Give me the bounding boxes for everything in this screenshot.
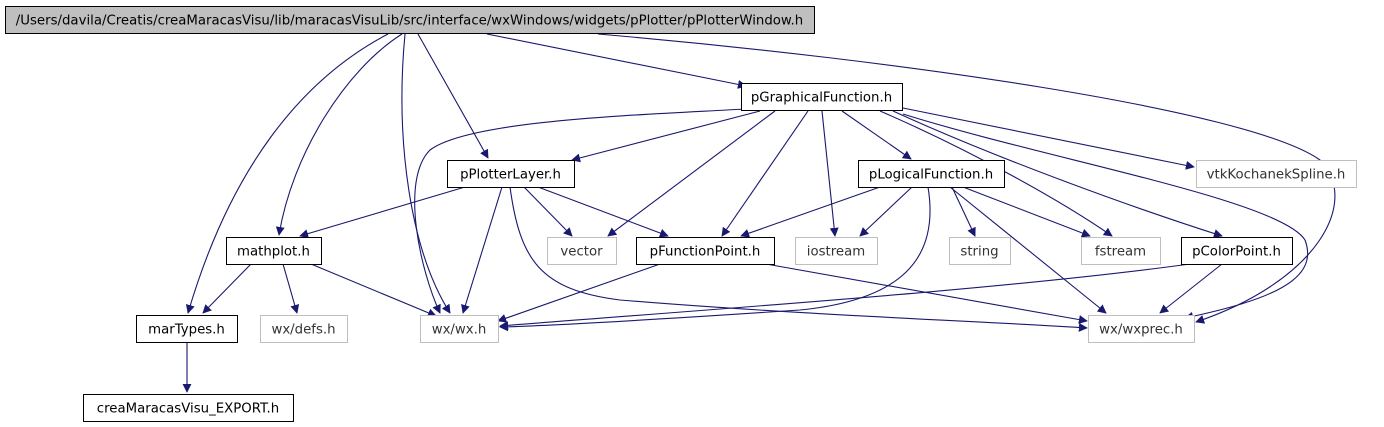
node-iostream: iostream <box>795 237 878 265</box>
node-pplotterlayer[interactable]: pPlotterLayer.h <box>447 160 575 188</box>
edge-root-to-pplotterlayer <box>417 33 489 159</box>
node-box <box>1088 315 1195 343</box>
node-box <box>858 160 1005 188</box>
node-pgraphical[interactable]: pGraphicalFunction.h <box>741 83 903 111</box>
edge-pplotterlayer-to-pfunctionpoint <box>537 186 669 238</box>
node-label: vtkKochanekSpline.h <box>1207 168 1346 183</box>
node-label: pPlotterLayer.h <box>460 168 561 183</box>
nodes-layer: /Users/davila/Creatis/creaMaracasVisu/li… <box>5 6 1357 422</box>
node-box <box>1181 237 1293 265</box>
edge-pcolorpoint-to-wxwx <box>499 263 1191 330</box>
edge-pgraphical-to-wxprec <box>902 113 1309 321</box>
node-vtkkochanek: vtkKochanekSpline.h <box>1196 160 1357 188</box>
node-box <box>547 237 617 265</box>
node-box <box>136 315 238 343</box>
edge-plogical-to-wxwx <box>499 186 931 332</box>
edge-root-to-wxwx <box>401 33 451 314</box>
node-label: pGraphicalFunction.h <box>751 91 892 106</box>
node-wxdefs: wx/defs.h <box>260 315 348 343</box>
edge-mathplot-to-wxwx <box>310 263 437 318</box>
edge-pfunctionpoint-to-wxwx <box>497 263 661 323</box>
edge-pgraphical-to-wxwx <box>414 108 746 314</box>
edge-pgraphical-to-vector <box>607 110 776 237</box>
edge-pgraphical-to-plogical <box>841 110 912 160</box>
edge-pgraphical-to-pplotterlayer <box>571 110 761 163</box>
edge-plogical-to-wxprec <box>949 186 1107 314</box>
edge-plogical-to-fstream <box>962 186 1091 238</box>
edge-pgraphical-to-pfunctionpoint <box>721 110 809 237</box>
node-box <box>636 237 775 265</box>
edge-root-to-pgraphical <box>486 33 747 89</box>
node-label: pFunctionPoint.h <box>650 245 761 260</box>
node-fstream: fstream <box>1081 237 1161 265</box>
node-box <box>260 315 348 343</box>
node-label: vector <box>560 245 603 260</box>
node-box <box>741 83 903 111</box>
node-label: marTypes.h <box>148 323 225 338</box>
node-label: creaMaracasVisu_EXPORT.h <box>97 402 279 417</box>
node-vector: vector <box>547 237 617 265</box>
node-export[interactable]: creaMaracasVisu_EXPORT.h <box>83 394 294 422</box>
node-box <box>1196 160 1357 188</box>
node-wxprec: wx/wxprec.h <box>1088 315 1195 343</box>
edge-pgraphical-to-vtkkochanek <box>902 107 1195 170</box>
node-box <box>420 315 499 343</box>
node-plogical[interactable]: pLogicalFunction.h <box>858 160 1005 188</box>
edges-layer <box>182 33 1336 393</box>
node-box <box>1081 237 1161 265</box>
edge-pgraphical-to-pcolorpoint <box>892 110 1223 238</box>
edge-root-to-wxprec <box>597 33 1336 324</box>
node-mathplot[interactable]: mathplot.h <box>226 237 322 265</box>
node-root[interactable]: /Users/davila/Creatis/creaMaracasVisu/li… <box>5 6 815 34</box>
node-box <box>949 237 1011 265</box>
node-wxwx: wx/wx.h <box>420 315 499 343</box>
edge-pcolorpoint-to-wxprec <box>1159 263 1223 314</box>
edge-mathplot-to-wxdefs <box>282 263 300 314</box>
edge-pplotterlayer-to-mathplot <box>299 186 466 239</box>
node-label: fstream <box>1095 245 1146 260</box>
node-string: string <box>949 237 1011 265</box>
edge-pplotterlayer-to-vector <box>523 186 573 237</box>
node-label: pColorPoint.h <box>1192 245 1281 260</box>
node-label: wx/wx.h <box>432 323 487 338</box>
node-label: string <box>960 245 998 260</box>
edge-mathplot-to-martypes <box>202 263 252 314</box>
node-label: wx/defs.h <box>271 323 335 338</box>
node-pfunctionpoint[interactable]: pFunctionPoint.h <box>636 237 775 265</box>
node-label: mathplot.h <box>237 245 310 260</box>
node-label: wx/wxprec.h <box>1099 323 1183 338</box>
edge-plogical-to-pfunctionpoint <box>740 186 881 238</box>
node-label: iostream <box>807 245 865 260</box>
edge-plogical-to-string <box>951 186 976 237</box>
node-box <box>447 160 575 188</box>
edge-pplotterlayer-to-wxwx <box>461 186 503 314</box>
node-box <box>226 237 322 265</box>
node-box <box>83 394 294 422</box>
edge-root-to-martypes <box>185 33 389 314</box>
node-pcolorpoint[interactable]: pColorPoint.h <box>1181 237 1293 265</box>
node-martypes[interactable]: marTypes.h <box>136 315 238 343</box>
node-label: pLogicalFunction.h <box>869 168 993 183</box>
edge-pplotterlayer-to-wxprec <box>509 186 1088 332</box>
edge-pgraphical-to-fstream <box>879 110 1113 237</box>
node-label: /Users/davila/Creatis/creaMaracasVisu/li… <box>16 14 803 29</box>
edge-root-to-mathplot <box>275 33 403 236</box>
edge-plogical-to-iostream <box>859 186 913 237</box>
edge-pgraphical-to-iostream <box>821 110 839 237</box>
node-box <box>795 237 878 265</box>
node-box <box>5 6 815 34</box>
